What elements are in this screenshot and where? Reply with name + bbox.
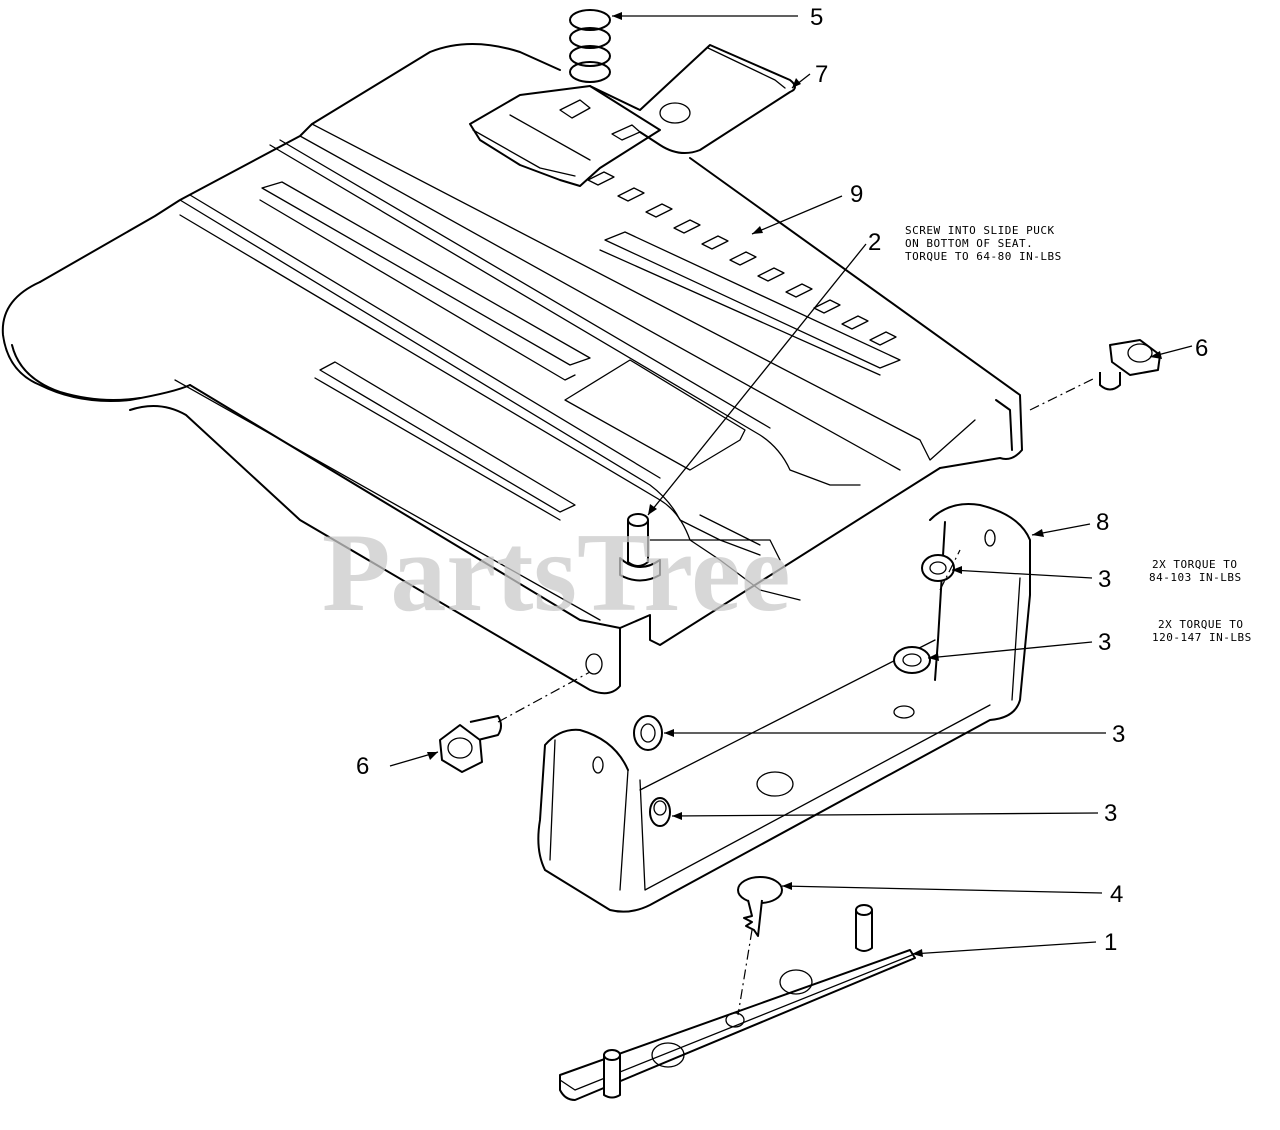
- note-torque-upper: 2X TORQUE TO 84-103 IN-LBS: [1149, 558, 1242, 584]
- carriage-screw: [737, 876, 783, 937]
- callout-3-first: 3: [1098, 566, 1111, 593]
- centerline-left-bolt: [497, 671, 591, 723]
- callout-4: 4: [1110, 881, 1123, 908]
- seat-latch: [469, 44, 796, 187]
- note-slide-puck-line-2: ON BOTTOM OF SEAT.: [905, 237, 1033, 250]
- callout-6-left: 6: [356, 753, 369, 780]
- shoulder-bolt-right: [1099, 339, 1161, 391]
- pivot-pin: [619, 513, 661, 582]
- spring: [569, 9, 611, 83]
- callout-9: 9: [850, 181, 863, 208]
- note-slide-puck: SCREW INTO SLIDE PUCK ON BOTTOM OF SEAT.…: [905, 224, 1062, 263]
- adjustment-holes: [587, 171, 897, 346]
- callout-3-fourth: 3: [1104, 800, 1117, 827]
- flange-nuts: [633, 554, 955, 827]
- note-slide-puck-line-1: SCREW INTO SLIDE PUCK: [905, 224, 1055, 237]
- callout-6-right: 6: [1195, 335, 1208, 362]
- centerline-screw: [737, 929, 753, 1016]
- slide-plate: [559, 904, 916, 1101]
- callout-5: 5: [810, 4, 823, 31]
- shoulder-bolt-left: [439, 715, 502, 773]
- seat-plate: [1, 43, 1023, 695]
- callout-3-second: 3: [1098, 629, 1111, 656]
- leader-lines: [389, 12, 1193, 957]
- callout-8: 8: [1096, 509, 1109, 536]
- watermark: PartsTree: [322, 511, 791, 635]
- note-torque-upper-line-2: 84-103 IN-LBS: [1149, 571, 1242, 584]
- note-torque-lower-line-1: 2X TORQUE TO: [1158, 618, 1243, 631]
- note-torque-lower-line-2: 120-147 IN-LBS: [1152, 631, 1252, 644]
- centerline-right-bolt: [1029, 377, 1096, 411]
- callout-7: 7: [815, 61, 828, 88]
- note-torque-upper-line-1: 2X TORQUE TO: [1152, 558, 1237, 571]
- callout-2: 2: [868, 229, 881, 256]
- note-slide-puck-line-3: TORQUE TO 64-80 IN-LBS: [905, 250, 1062, 263]
- callout-3-third: 3: [1112, 721, 1125, 748]
- callout-1: 1: [1104, 929, 1117, 956]
- note-torque-lower: 2X TORQUE TO 120-147 IN-LBS: [1152, 618, 1252, 644]
- centerline-nut: [939, 549, 961, 591]
